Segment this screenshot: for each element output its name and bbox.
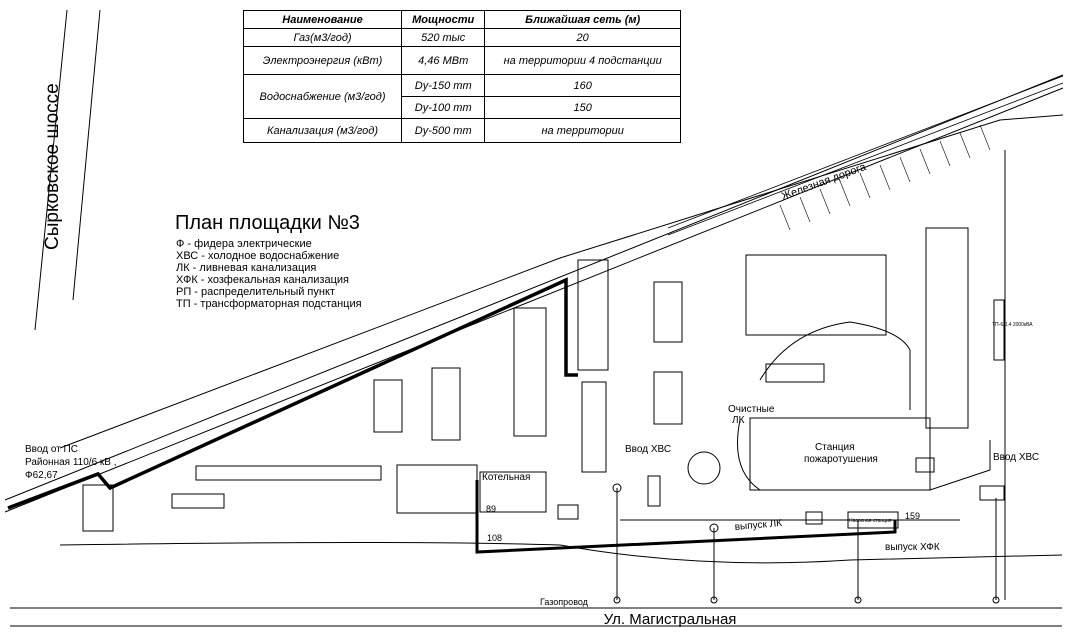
outlet-hfk-label: выпуск ХФК xyxy=(885,542,940,553)
water-input-label-2: Ввод ХВС xyxy=(993,452,1039,463)
gas-pipe-label: Газопровод xyxy=(540,597,589,607)
table-cell: 20 xyxy=(484,28,681,47)
legend-item: ХВС - холодное водоснабжение xyxy=(176,250,340,262)
treatment-label-2: ЛК xyxy=(732,415,745,426)
table-header-row: Наименование Мощности Ближайшая сеть (м) xyxy=(242,10,681,29)
table-cell: на территории xyxy=(484,118,681,143)
pump-station-label: Насосная станция xyxy=(849,518,892,524)
water-input-label-1: Ввод ХВС xyxy=(625,444,671,455)
tp-label: ТП-6/0,4 2000кВА xyxy=(992,322,1033,328)
gas-pipe-line xyxy=(475,480,897,554)
table-cell: Водоснабжение (м3/год) xyxy=(242,74,403,119)
table-cell: Dy-100 mm xyxy=(401,96,486,119)
table-cell: на территории 4 подстанции xyxy=(484,46,681,75)
pipe-108-label: 108 xyxy=(487,533,502,543)
pipe-89-label: 89 xyxy=(486,504,496,514)
street-line xyxy=(10,607,1062,627)
table-cell: Электроэнергия (кВт) xyxy=(242,46,403,75)
boiler-label: Котельная xyxy=(482,472,530,483)
plan-title: План площадки №3 xyxy=(175,212,360,234)
street-label: Ул. Магистральная xyxy=(603,611,737,628)
legend-item: Ф - фидера электрические xyxy=(176,238,312,250)
legend-item: ТП - трансформаторная подстанция xyxy=(176,298,362,310)
input-ps-label-2: Районная 110/6 кВ , xyxy=(25,457,117,468)
table-row: Электроэнергия (кВт) 4,46 МВт на террито… xyxy=(242,46,681,75)
treatment-label-1: Очистные xyxy=(728,404,775,415)
table-header-cell: Мощности xyxy=(401,10,486,29)
table-cell: Dy-500 mm xyxy=(401,118,486,143)
site-boundary xyxy=(59,114,1064,600)
internal-road xyxy=(620,321,991,521)
table-cell: 150 xyxy=(484,96,681,119)
treatment-plant xyxy=(687,451,721,485)
table-cell: Dy-150 mm xyxy=(401,74,486,97)
table-row: Водоснабжение (м3/год) Dy-150 mm 160 xyxy=(242,74,681,119)
highway-road xyxy=(34,9,101,331)
table-cell: 4,46 МВт xyxy=(401,46,486,75)
input-ps-label-3: Ф62,67 xyxy=(25,470,58,481)
table-cell: Канализация (м3/год) xyxy=(242,118,403,143)
railway-label: Железная дорога xyxy=(780,161,869,203)
railway-hatch xyxy=(779,124,991,231)
street-curb xyxy=(59,542,1063,564)
legend-item: РП - распределительный пункт xyxy=(176,286,335,298)
fire-station-label-1: Станция xyxy=(815,442,855,453)
fire-station-label-2: пожаротушения xyxy=(804,454,878,465)
outlet-lk-label: выпуск ЛК xyxy=(734,518,782,533)
utilities-table: Наименование Мощности Ближайшая сеть (м)… xyxy=(242,10,681,143)
table-row: Канализация (м3/год) Dy-500 mm на террит… xyxy=(242,118,681,143)
power-feeder-line xyxy=(7,277,578,510)
railway-embankment xyxy=(4,74,1064,513)
table-row: Dy-100 mm 150 xyxy=(244,96,681,119)
legend-item: ХФК - хозфекальная канализация xyxy=(176,274,349,286)
table-cell: 160 xyxy=(484,74,681,97)
table-cell: Газ(м3/год) xyxy=(242,28,403,47)
table-row: Газ(м3/год) 520 тыс 20 xyxy=(242,28,681,47)
highway-label: Сырковское шоссе xyxy=(42,83,63,250)
railway-track xyxy=(667,75,1064,236)
table-cell: 520 тыс xyxy=(401,28,486,47)
legend-item: ЛК - ливневая канализация xyxy=(176,262,317,274)
legend: Ф - фидера электрические ХВС - холодное … xyxy=(176,238,362,310)
input-ps-label-1: Ввод от ПС xyxy=(25,444,78,455)
table-header-cell: Ближайшая сеть (м) xyxy=(484,10,681,29)
table-header-cell: Наименование xyxy=(242,10,403,29)
pipe-159-label: 159 xyxy=(905,511,920,521)
